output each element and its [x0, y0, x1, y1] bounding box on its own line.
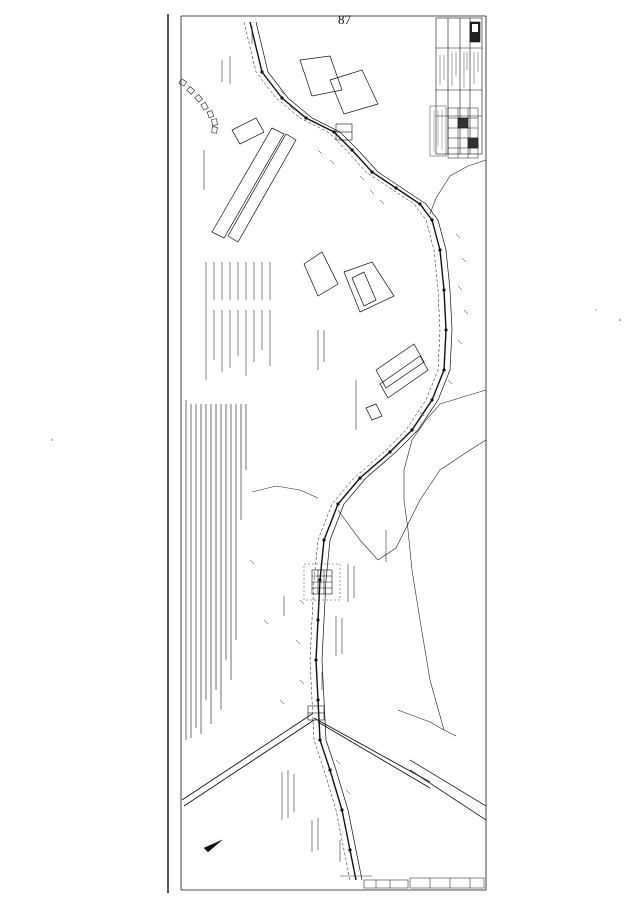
terrain-hatch — [249, 89, 469, 795]
scan-specks — [51, 309, 621, 441]
plan-labels — [203, 26, 387, 877]
general-notes-text — [185, 400, 247, 740]
bottom-stamp — [363, 877, 485, 889]
legend-block — [205, 262, 271, 380]
diagonal-roads — [181, 713, 431, 807]
stamp-table — [429, 105, 479, 159]
terrain-boundaries — [251, 159, 487, 821]
curved-markings — [178, 78, 218, 134]
north-arrow-icon — [203, 839, 223, 853]
title-block — [435, 17, 483, 155]
route-line — [243, 21, 453, 881]
drawing-frame — [167, 14, 487, 893]
survey-points — [260, 70, 448, 852]
buildings — [211, 55, 429, 421]
junction-cluster — [303, 123, 353, 721]
